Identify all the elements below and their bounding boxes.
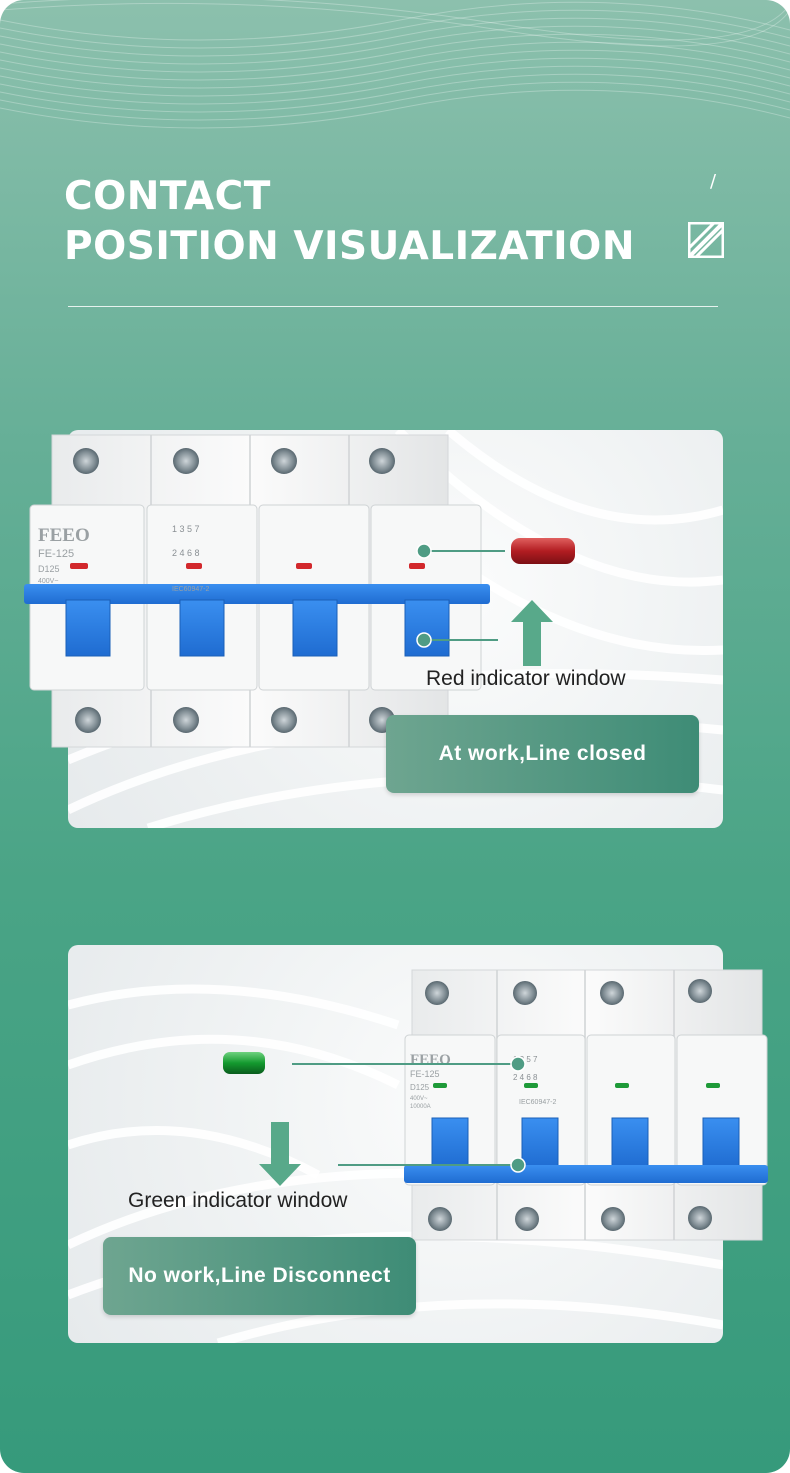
red-indicator-swatch: [511, 538, 575, 564]
breaker-voltage-text: 400V~: [410, 1096, 428, 1102]
breaker-standard-text: IEC60947-2: [172, 586, 209, 593]
breaker-standard-text: IEC60947-2: [519, 1099, 556, 1106]
red-indicator-label: Red indicator window: [426, 667, 626, 690]
breaker-breaking-text: 10000A: [410, 1104, 431, 1110]
brand-logo-icon: [688, 222, 724, 258]
wave-pattern-decoration: [0, 0, 790, 129]
callout-connector-handle: [416, 632, 498, 648]
green-indicator-windows: [433, 1083, 720, 1088]
top-screws: [73, 448, 395, 474]
breaker-brand-text: FEEO: [38, 525, 90, 546]
svg-text:2 4 6 8: 2 4 6 8: [513, 1073, 538, 1082]
breaker-rating-text: D125: [38, 564, 60, 574]
title-line-1: CONTACT: [64, 174, 271, 219]
callout-connector-green: [292, 1056, 526, 1072]
bottom-screws: [75, 707, 395, 733]
slash-mark: /: [710, 171, 717, 192]
svg-text:1 3 5 7: 1 3 5 7: [513, 1055, 538, 1064]
page-title: CONTACT POSITION VISUALIZATION: [64, 172, 635, 272]
callout-connector-red: [416, 543, 505, 559]
title-divider: [68, 306, 718, 307]
breaker-model-text: FE-125: [410, 1069, 440, 1079]
green-indicator-swatch: [223, 1052, 265, 1074]
red-indicator-windows: [70, 563, 425, 569]
breaker-rating-text: D125: [410, 1083, 430, 1092]
bottom-screws: [428, 1206, 712, 1231]
status-badge-closed: At work,Line closed: [386, 715, 699, 793]
green-indicator-label: Green indicator window: [128, 1189, 348, 1212]
arrow-down-icon: [259, 1122, 301, 1186]
title-line-2: POSITION VISUALIZATION: [64, 224, 635, 269]
svg-text:1 3 5 7: 1 3 5 7: [172, 524, 200, 534]
breaker-brand-text: FEEO: [410, 1052, 451, 1068]
circuit-breaker-closed: 1 3 5 7 2 4 6 8: [24, 434, 490, 748]
top-screws: [425, 979, 712, 1005]
arrow-up-icon: [511, 600, 553, 666]
callout-connector-handle: [338, 1157, 526, 1173]
breaker-model-text: FE-125: [38, 548, 74, 560]
svg-text:2 4 6 8: 2 4 6 8: [172, 548, 200, 558]
breaker-voltage-text: 400V~: [38, 578, 58, 585]
status-badge-open: No work,Line Disconnect: [103, 1237, 416, 1315]
circuit-breaker-open: 1 3 5 7 2 4 6 8: [404, 969, 768, 1241]
